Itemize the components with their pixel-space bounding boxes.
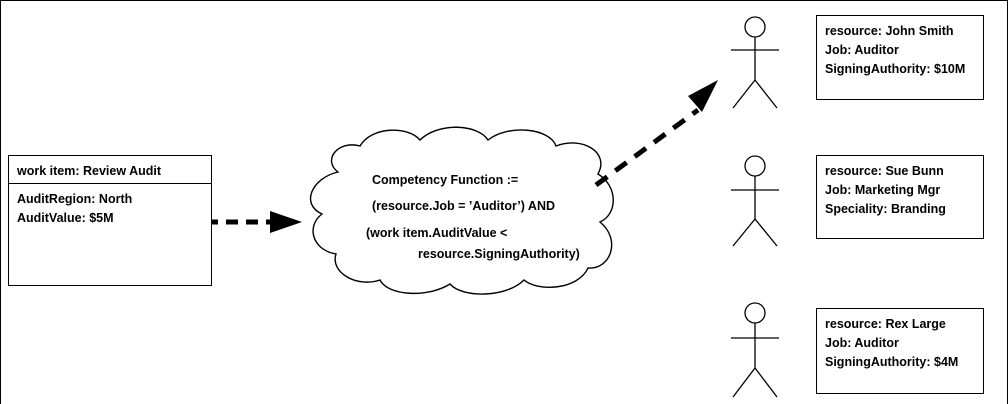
assignment-arrowhead xyxy=(270,211,302,233)
actor-rex-large-icon xyxy=(731,302,779,398)
allocation-arrowhead xyxy=(688,80,718,112)
work-item-attribute: AuditRegion: North xyxy=(17,192,133,206)
resource-attribute: Speciality: Branding xyxy=(825,202,946,216)
work-item-attribute: AuditValue: $5M xyxy=(17,211,114,225)
resource-job: Job: Marketing Mgr xyxy=(825,183,941,197)
actor-sue-bunn-icon xyxy=(731,155,779,247)
competency-function-line: (resource.Job = ’Auditor’) AND xyxy=(372,199,556,213)
resource-job: Job: Auditor xyxy=(825,43,899,57)
competency-cloud xyxy=(309,126,614,295)
resource-box-rex-large: resource: Rex Large Job: Auditor Signing… xyxy=(816,308,984,394)
actor-john-smith-icon xyxy=(731,16,779,109)
work-item-header: work item: Review Audit xyxy=(9,156,211,184)
resource-box-john-smith: resource: John Smith Job: Auditor Signin… xyxy=(816,15,984,100)
work-item-box: work item: Review Audit AuditRegion: Nor… xyxy=(8,155,212,286)
work-item-attributes: AuditRegion: North AuditValue: $5M xyxy=(9,184,211,228)
resource-box-sue-bunn: resource: Sue Bunn Job: Marketing Mgr Sp… xyxy=(816,155,984,239)
competency-function-title: Competency Function := xyxy=(372,173,519,187)
resource-job: Job: Auditor xyxy=(825,336,899,350)
resource-name: resource: Sue Bunn xyxy=(825,164,944,178)
resource-name: resource: Rex Large xyxy=(825,317,946,331)
competency-function-line: resource.SigningAuthority) xyxy=(418,247,580,261)
competency-function-line: (work item.AuditValue < xyxy=(366,226,508,240)
resource-name: resource: John Smith xyxy=(825,24,954,38)
allocation-arrow-line xyxy=(594,107,700,188)
resource-attribute: SigningAuthority: $10M xyxy=(825,62,966,76)
resource-attribute: SigningAuthority: $4M xyxy=(825,355,959,369)
